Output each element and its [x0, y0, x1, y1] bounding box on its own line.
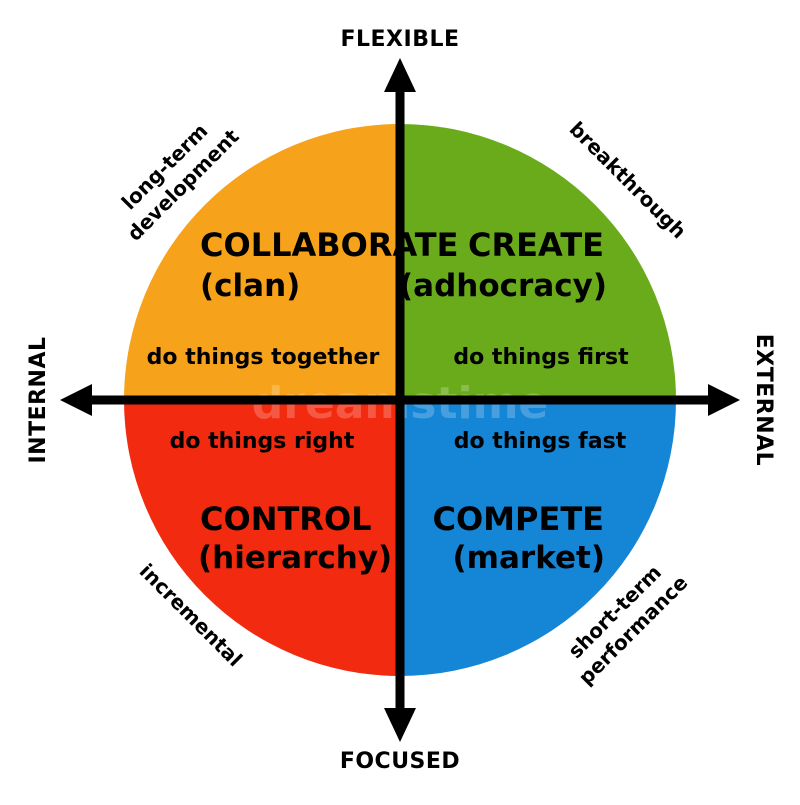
quadrant-subtitle-hierarchy: (hierarchy) — [198, 540, 392, 576]
action-do-things-first: do things first — [453, 345, 629, 370]
arrow-down-icon — [384, 708, 416, 742]
quadrant-collaborate — [124, 124, 400, 400]
arrow-left-icon — [60, 384, 92, 416]
axis-label-top: FLEXIBLE — [340, 27, 459, 52]
axis-label-left: INTERNAL — [26, 336, 51, 463]
quadrant-title-collaborate: COLLABORATE — [200, 226, 458, 264]
quadrant-create — [400, 124, 676, 400]
arrow-right-icon — [708, 384, 740, 416]
quadrant-subtitle-market: (market) — [453, 540, 605, 576]
quadrant-title-control: CONTROL — [200, 500, 372, 538]
axis-label-right: EXTERNAL — [751, 334, 776, 466]
quadrant-compete — [400, 400, 676, 676]
quadrant-subtitle-adhocracy: (adhocracy) — [399, 268, 607, 304]
action-do-things-fast: do things fast — [454, 429, 627, 454]
arrow-up-icon — [384, 58, 416, 92]
quadrant-title-compete: COMPETE — [432, 500, 604, 538]
quadrant-control — [124, 400, 400, 676]
action-do-things-together: do things together — [147, 345, 380, 370]
axis-label-bottom: FOCUSED — [340, 749, 460, 774]
quadrant-title-create: CREATE — [468, 226, 604, 264]
action-do-things-right: do things right — [170, 429, 355, 454]
quadrant-subtitle-clan: (clan) — [200, 268, 300, 304]
